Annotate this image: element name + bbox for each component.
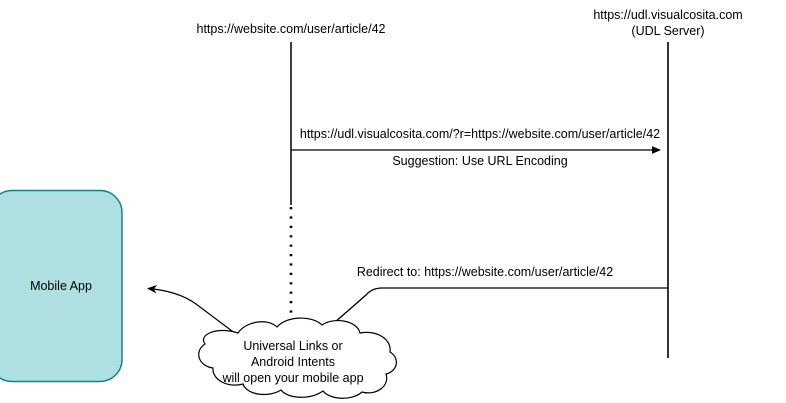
message-label-request: https://udl.visualcosita.com/?r=https://…	[299, 127, 661, 141]
cloud-note-label-line-3: will open your mobile app	[222, 371, 364, 385]
actor-label-udl-server: https://udl.visualcosita.com (UDL Server…	[593, 7, 742, 39]
cloud-note-label: Universal Links or Android Intents will …	[222, 338, 363, 386]
cloud-leader-left	[195, 303, 237, 335]
cloud-note-label-line-1: Universal Links or	[243, 339, 343, 353]
message-label-redirect: Redirect to: https://website.com/user/ar…	[356, 265, 614, 279]
mobile-app-box[interactable]	[0, 189, 123, 383]
cloud-note-shape	[198, 317, 397, 399]
cloud-note-label-line-2: Android Intents	[250, 355, 336, 369]
message-label-suggestion: Suggestion: Use URL Encoding	[392, 154, 568, 168]
message-arrow-to-mobile-app	[147, 284, 197, 305]
message-path-redirect	[317, 287, 668, 338]
actor-label-website: https://website.com/user/article/42	[196, 22, 386, 36]
mobile-app-box-label: Mobile App	[30, 279, 92, 293]
actor-label-udl-server-line-1: https://udl.visualcosita.com	[593, 8, 743, 22]
actor-label-udl-server-line-2: (UDL Server)	[631, 24, 705, 38]
